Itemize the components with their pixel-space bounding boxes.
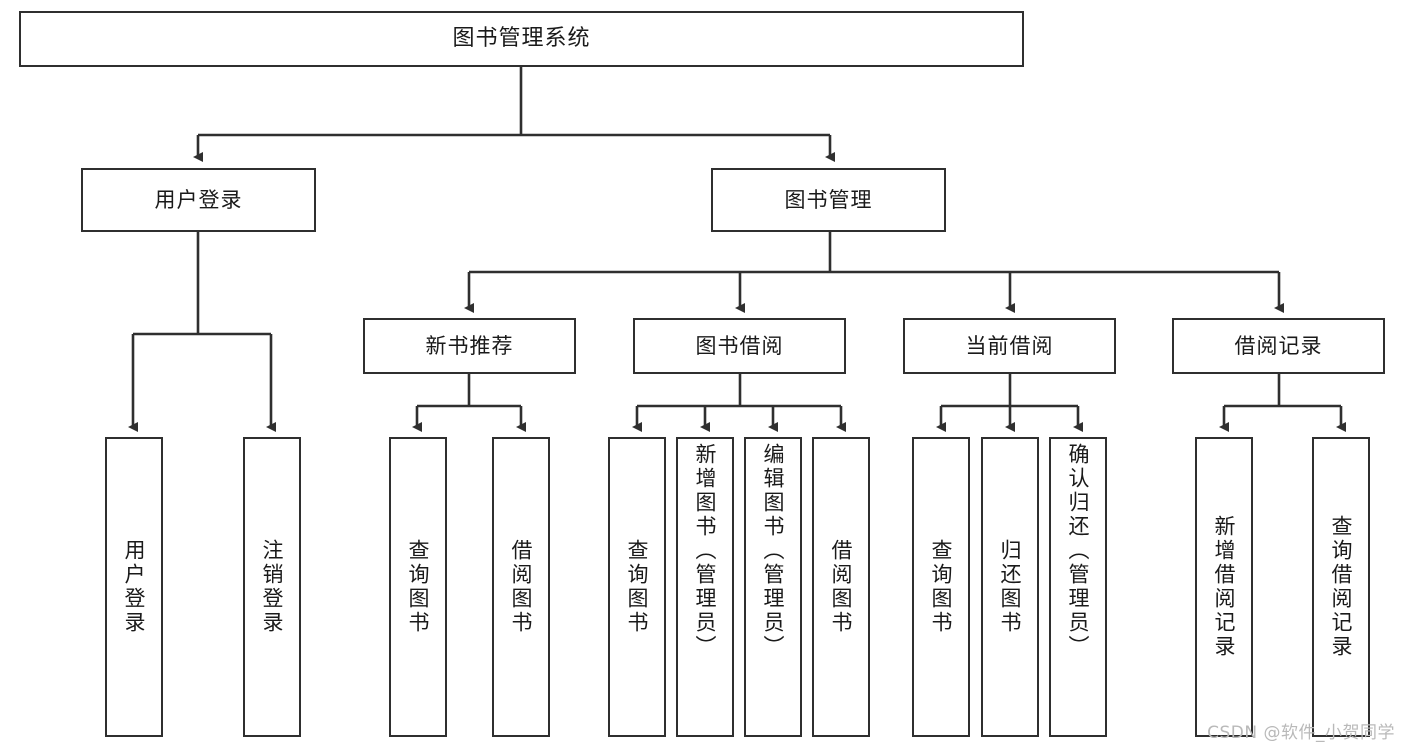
node-leaf-query-book-1[interactable]: 查询图书 [389,437,447,737]
node-leaf-query-record[interactable]: 查询借阅记录 [1312,437,1370,737]
node-leaf-add-record-label: 新增借阅记录 [1212,515,1237,659]
node-leaf-borrow-book-2[interactable]: 借阅图书 [812,437,870,737]
node-leaf-query-book-3-label: 查询图书 [929,539,954,635]
node-leaf-confirm-return-label: 确认归还（管理员） [1066,443,1091,659]
node-leaf-borrow-book-2-label: 借阅图书 [829,539,854,635]
node-new-book-recommendation-label: 新书推荐 [425,333,514,358]
csdn-watermark: CSDN @软件_小贺同学 [1207,723,1395,743]
node-leaf-query-book-3[interactable]: 查询图书 [912,437,970,737]
node-leaf-return-book-label: 归还图书 [998,539,1023,635]
node-current-borrow-label: 当前借阅 [965,333,1054,358]
node-leaf-query-record-label: 查询借阅记录 [1329,515,1354,659]
node-leaf-query-book-1-label: 查询图书 [406,539,431,635]
node-leaf-user-login[interactable]: 用户登录 [105,437,163,737]
node-root-system-label: 图书管理系统 [452,26,591,52]
node-book-borrow-label: 图书借阅 [695,333,784,358]
node-leaf-confirm-return[interactable]: 确认归还（管理员） [1049,437,1107,737]
node-current-borrow[interactable]: 当前借阅 [903,318,1116,374]
node-book-manage-label: 图书管理 [784,187,873,212]
node-leaf-logout[interactable]: 注销登录 [243,437,301,737]
node-leaf-borrow-book-1[interactable]: 借阅图书 [492,437,550,737]
node-leaf-add-book-label: 新增图书（管理员） [693,443,718,659]
node-leaf-user-login-label: 用户登录 [122,539,147,635]
node-user-login-label: 用户登录 [154,187,243,212]
node-leaf-query-book-2-label: 查询图书 [625,539,650,635]
node-leaf-edit-book[interactable]: 编辑图书（管理员） [744,437,802,737]
node-leaf-return-book[interactable]: 归还图书 [981,437,1039,737]
node-book-manage[interactable]: 图书管理 [711,168,946,232]
node-leaf-borrow-book-1-label: 借阅图书 [509,539,534,635]
node-leaf-logout-label: 注销登录 [260,539,285,635]
node-leaf-add-book[interactable]: 新增图书（管理员） [676,437,734,737]
node-root-system[interactable]: 图书管理系统 [19,11,1024,67]
node-borrow-record[interactable]: 借阅记录 [1172,318,1385,374]
node-new-book-recommendation[interactable]: 新书推荐 [363,318,576,374]
node-book-borrow[interactable]: 图书借阅 [633,318,846,374]
node-borrow-record-label: 借阅记录 [1234,333,1323,358]
node-leaf-edit-book-label: 编辑图书（管理员） [761,443,786,659]
node-user-login[interactable]: 用户登录 [81,168,316,232]
node-leaf-query-book-2[interactable]: 查询图书 [608,437,666,737]
node-leaf-add-record[interactable]: 新增借阅记录 [1195,437,1253,737]
